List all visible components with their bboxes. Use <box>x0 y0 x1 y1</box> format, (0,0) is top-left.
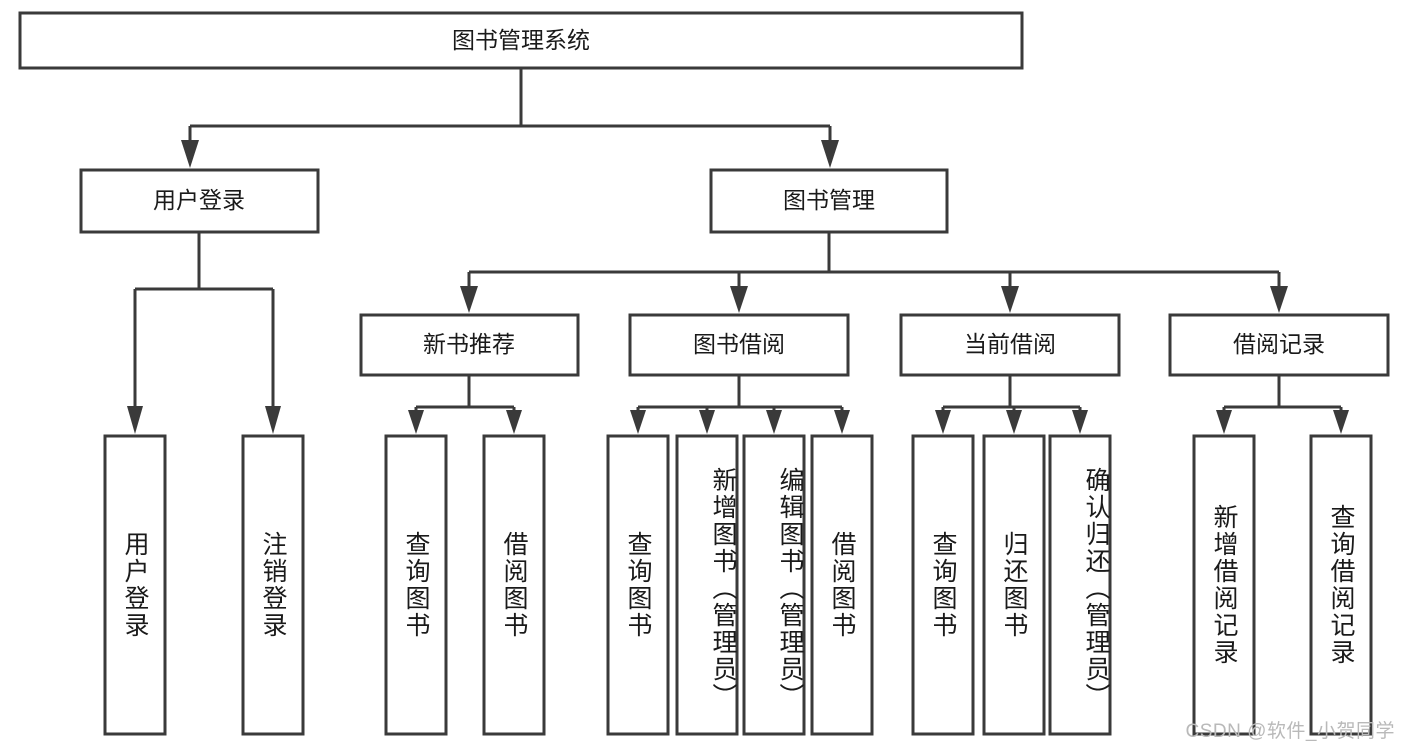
node-new-book-recommend-box <box>359 313 580 377</box>
arrow-head-icon <box>630 410 646 434</box>
arrow-head-icon <box>1216 410 1232 434</box>
leaf-box-query-book-cb[interactable] <box>911 434 975 736</box>
leaf-label-add-borrow-record: 新增借阅记录 <box>1210 504 1238 666</box>
arrow-head-icon <box>506 410 522 434</box>
leaf-label-query-book-cb: 查询图书 <box>929 531 957 639</box>
arrow-head-icon <box>1072 410 1088 434</box>
arrow-head-icon <box>1006 410 1022 434</box>
leaf-label-query-book-bb: 查询图书 <box>624 531 652 639</box>
leaf-label-add-book-admin: 新增图书（管理员） <box>709 466 737 710</box>
leaf-label-logout: 注销登录 <box>259 531 287 639</box>
leaf-box-return-book[interactable] <box>982 434 1046 736</box>
arrow-head-icon <box>766 410 782 434</box>
connector-userlogin-to-leaves <box>127 232 281 434</box>
leaf-label-query-book-nbr: 查询图书 <box>402 531 430 639</box>
connector-borrow-to-leaves <box>630 375 850 434</box>
connector-root-to-level2 <box>181 68 839 168</box>
connector-bookmgmt-to-level3 <box>460 232 1288 313</box>
leaf-boxes <box>103 434 1373 736</box>
arrow-head-icon <box>1001 286 1019 313</box>
arrow-head-icon <box>460 286 478 313</box>
arrow-head-icon <box>1270 286 1288 313</box>
leaf-box-add-book-admin[interactable] <box>675 434 739 736</box>
leaf-label-return-book: 归还图书 <box>1000 531 1028 639</box>
node-borrow-record[interactable]: 借阅记录 <box>1168 313 1390 377</box>
leaf-box-confirm-return-admin[interactable] <box>1048 434 1112 736</box>
node-root-system[interactable]: 图书管理系统 <box>18 11 1024 70</box>
arrow-head-icon <box>181 140 199 168</box>
leaf-box-borrow-book-nbr[interactable] <box>482 434 546 736</box>
node-new-book-recommend-label: 新书推荐 <box>423 331 515 357</box>
connector-record-to-leaves <box>1216 375 1349 434</box>
node-book-borrow-box <box>628 313 850 377</box>
arrow-head-icon <box>821 140 839 168</box>
arrow-head-icon <box>730 286 748 313</box>
node-book-borrow-label: 图书借阅 <box>693 331 785 357</box>
leaf-label-confirm-return-admin: 确认归还（管理员） <box>1082 466 1110 710</box>
leaf-box-borrow-book-bb[interactable] <box>810 434 874 736</box>
arrow-head-icon <box>699 410 715 434</box>
connector-current-to-leaves <box>935 375 1088 434</box>
leaf-label-borrow-book-nbr: 借阅图书 <box>500 531 528 639</box>
node-current-borrow-label: 当前借阅 <box>964 331 1056 357</box>
leaf-box-query-book-bb[interactable] <box>606 434 670 736</box>
node-current-borrow-box <box>899 313 1121 377</box>
node-user-login-box <box>79 168 320 234</box>
leaf-box-add-borrow-record[interactable] <box>1192 434 1256 736</box>
csdn-watermark: CSDN @软件_小贺同学 <box>1185 721 1395 742</box>
leaf-box-user-login[interactable] <box>103 434 167 736</box>
node-user-login[interactable]: 用户登录 <box>79 168 320 234</box>
leaf-label-edit-book-admin: 编辑图书（管理员） <box>776 466 804 710</box>
leaf-box-logout[interactable] <box>241 434 305 736</box>
node-book-management-box <box>709 168 949 234</box>
leaf-box-edit-book-admin[interactable] <box>742 434 806 736</box>
arrow-head-icon <box>408 410 424 434</box>
leaf-label-user-login: 用户登录 <box>121 531 149 639</box>
arrow-head-icon <box>1333 410 1349 434</box>
node-root-label: 图书管理系统 <box>452 27 590 53</box>
node-borrow-record-box <box>1168 313 1390 377</box>
connector-newbook-to-leaves <box>408 375 522 434</box>
node-new-book-recommend[interactable]: 新书推荐 <box>359 313 580 377</box>
leaf-label-query-borrow-record: 查询借阅记录 <box>1327 504 1355 666</box>
leaf-box-query-book-nbr[interactable] <box>384 434 448 736</box>
arrow-head-icon <box>935 410 951 434</box>
node-book-management[interactable]: 图书管理 <box>709 168 949 234</box>
arrow-head-icon <box>834 410 850 434</box>
node-user-login-label: 用户登录 <box>153 187 245 213</box>
leaf-label-borrow-book-bb: 借阅图书 <box>828 531 856 639</box>
node-book-borrow[interactable]: 图书借阅 <box>628 313 850 377</box>
node-root-box <box>18 11 1024 70</box>
node-book-management-label: 图书管理 <box>783 187 875 213</box>
arrow-head-icon <box>265 406 281 434</box>
arrow-head-icon <box>127 406 143 434</box>
leaf-box-query-borrow-record[interactable] <box>1309 434 1373 736</box>
node-borrow-record-label: 借阅记录 <box>1233 331 1325 357</box>
node-current-borrow[interactable]: 当前借阅 <box>899 313 1121 377</box>
